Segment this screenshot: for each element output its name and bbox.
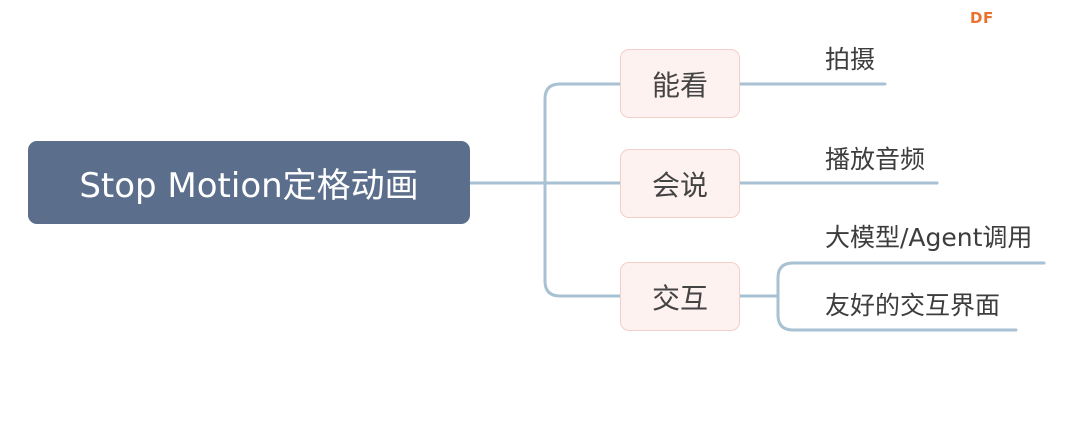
branch-node-3[interactable]: 交互 [620,262,740,331]
branch-node-2[interactable]: 会说 [620,149,740,218]
df-logo: DF [970,9,994,27]
leaf-topic-4[interactable]: 友好的交互界面 [825,291,1001,320]
root-topic[interactable]: Stop Motion定格动画 [28,141,470,224]
leaf-topic-1[interactable]: 拍摄 [825,45,876,74]
connector-trunk [543,82,622,298]
connector-leaf-3 [776,261,1046,332]
leaf-topic-3[interactable]: 大模型/Agent调用 [825,223,1033,252]
leaf-topic-2[interactable]: 播放音频 [825,145,926,174]
branch-node-1[interactable]: 能看 [620,49,740,118]
